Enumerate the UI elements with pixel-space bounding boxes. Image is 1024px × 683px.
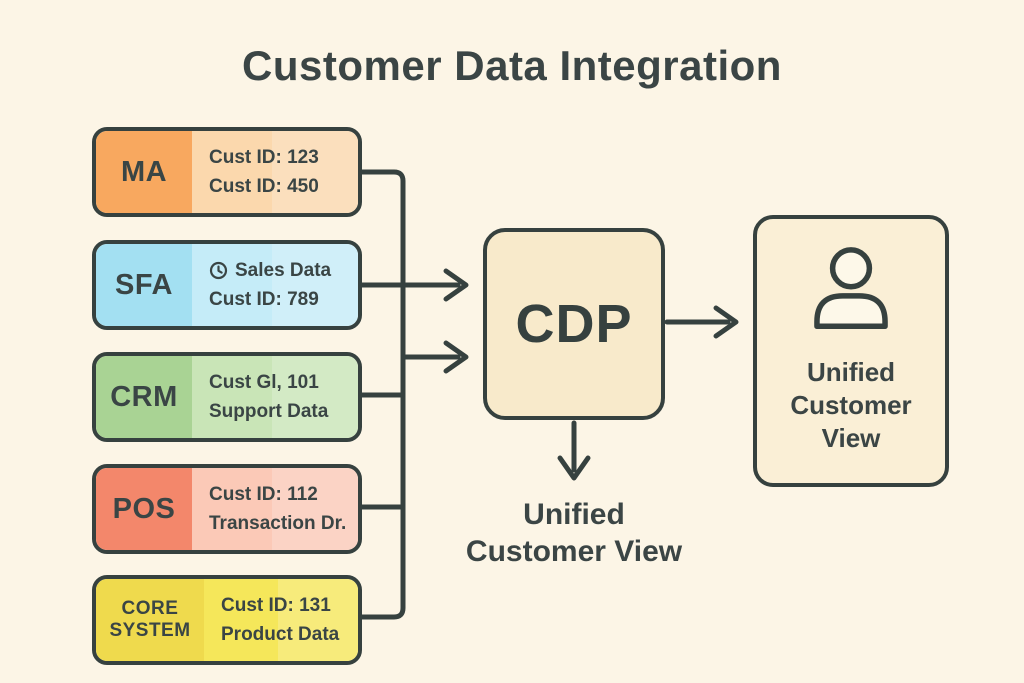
source-ma-label: MA xyxy=(96,131,192,213)
arrow-bus-to-cdp-head xyxy=(443,340,469,374)
arrow-cdp-down-head xyxy=(557,455,591,481)
source-pos-label: POS xyxy=(96,468,192,550)
source-core-system-data: Cust ID: 131 Product Data xyxy=(204,579,358,661)
data-line: Cust ID: 450 xyxy=(209,175,319,197)
data-line: Cust ID: 112 xyxy=(209,483,318,505)
clock-icon xyxy=(209,261,228,280)
source-box-sfa: SFA Sales Data Cust ID: 789 xyxy=(92,240,362,330)
unified-customer-view-label-line1: Unified xyxy=(523,498,625,531)
card-text-line3: View xyxy=(821,423,881,453)
unified-customer-view-label-line2: Customer View xyxy=(465,535,683,568)
source-sfa-label: SFA xyxy=(96,244,192,326)
data-line: Sales Data xyxy=(209,260,358,282)
data-line: Cust Gl, 101 xyxy=(209,371,319,393)
cdp-label: CDP xyxy=(515,294,633,354)
unified-customer-view-label: Unified Customer View xyxy=(410,496,738,570)
data-line: Support Data xyxy=(209,400,329,422)
arrow-cdp-to-card-head xyxy=(713,305,739,339)
data-line: Transaction Dr. xyxy=(209,512,347,534)
source-sfa-data: Sales Data Cust ID: 789 xyxy=(192,244,358,326)
data-line: Cust ID: 789 xyxy=(209,288,319,310)
source-crm-data: Cust Gl, 101 Support Data xyxy=(192,356,358,438)
card-text: Unified Customer View xyxy=(790,356,911,455)
data-line: Cust ID: 131 xyxy=(221,594,331,616)
cdp-box: CDP xyxy=(483,228,665,420)
source-pos-data: Cust ID: 112 Transaction Dr. xyxy=(192,468,358,550)
person-icon xyxy=(805,245,897,338)
arrow-sfa-to-cdp-head xyxy=(443,268,469,302)
data-line-text: Sales Data xyxy=(235,259,332,281)
source-box-pos: POS Cust ID: 112 Transaction Dr. xyxy=(92,464,362,554)
source-crm-label: CRM xyxy=(96,356,192,438)
diagram-title: Customer Data Integration xyxy=(242,42,782,89)
card-text-line2: Customer xyxy=(790,390,912,420)
source-box-ma: MA Cust ID: 123 Cust ID: 450 xyxy=(92,127,362,217)
source-ma-data: Cust ID: 123 Cust ID: 450 xyxy=(192,131,358,213)
data-line: Product Data xyxy=(221,623,340,645)
source-box-core-system: CORE SYSTEM Cust ID: 131 Product Data xyxy=(92,575,362,665)
card-text-line1: Unified xyxy=(806,357,896,387)
source-core-system-label: CORE SYSTEM xyxy=(96,579,204,661)
unified-customer-view-card: Unified Customer View xyxy=(753,215,949,487)
source-box-crm: CRM Cust Gl, 101 Support Data xyxy=(92,352,362,442)
data-line: Cust ID: 123 xyxy=(209,146,319,168)
